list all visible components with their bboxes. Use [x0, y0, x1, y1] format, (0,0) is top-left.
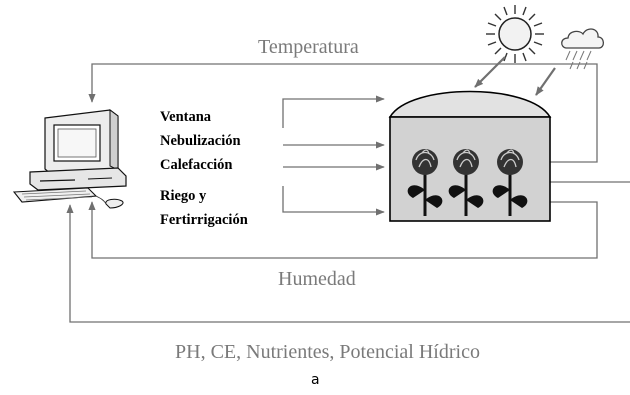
sun-icon [486, 5, 544, 63]
nebulization-label: Nebulización [160, 133, 241, 149]
humidity-feedback-line [88, 201, 598, 259]
heating-label: Calefacción [160, 157, 232, 173]
soil-variables-label: PH, CE, Nutrientes, Potencial Hídrico [175, 341, 480, 363]
window-control-arrow [282, 95, 385, 128]
irrigation-label-line1: Riego y [160, 188, 207, 204]
irrigation-label-line2: Fertirrigación [160, 212, 248, 228]
computer-icon [12, 109, 127, 209]
rose-plant-icon [407, 149, 528, 216]
soil-return-line [66, 204, 630, 323]
temperature-label: Temperatura [258, 36, 359, 58]
sun-radiation-arrow [474, 56, 506, 88]
rain-cloud-icon [561, 28, 605, 70]
irrigation-control-arrow [282, 186, 385, 216]
figure-caption: a [311, 372, 320, 388]
rain-arrow [535, 67, 556, 96]
temperature-feedback-line [88, 63, 598, 163]
window-label: Ventana [160, 109, 212, 125]
humidity-label: Humedad [278, 268, 356, 290]
